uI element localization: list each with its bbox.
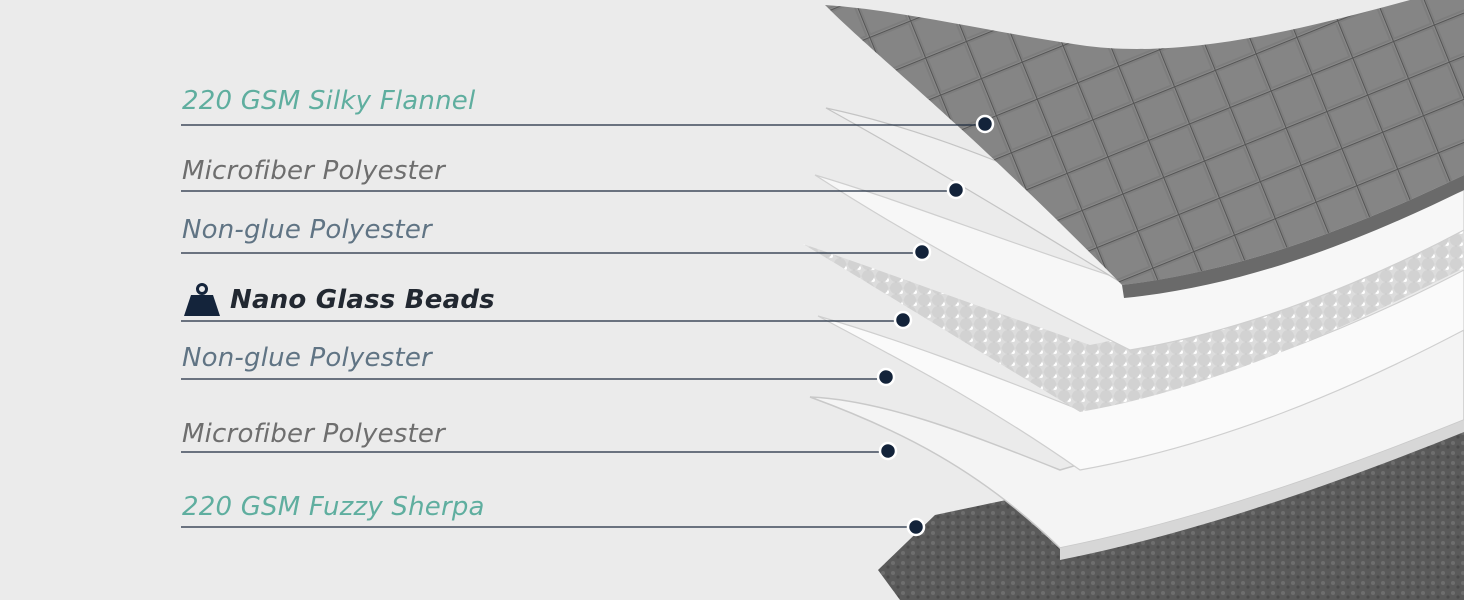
weight-icon (184, 283, 220, 316)
leader-dot-4 (893, 310, 913, 330)
layer-label-silky-flannel: 220 GSM Silky Flannel (182, 86, 476, 116)
bead-layer (803, 200, 1464, 412)
leader-dot-5 (876, 367, 896, 387)
leader-dot-6 (878, 441, 898, 461)
leader-dot-3 (912, 242, 932, 262)
microfiber-bottom-layer (809, 329, 1464, 549)
layer-label-fuzzy-sherpa: 220 GSM Fuzzy Sherpa (182, 492, 485, 522)
nonglue-top-layer (814, 149, 1464, 351)
layer-label-nonglue-top: Non-glue Polyester (182, 215, 432, 245)
leader-dot-2 (946, 180, 966, 200)
layer-label-glass-beads: Nano Glass Beads (182, 283, 495, 317)
leader-dots (876, 114, 995, 537)
leader-dot-7 (906, 517, 926, 537)
layer-label-microfiber-bottom: Microfiber Polyester (182, 419, 445, 449)
flannel-layer (825, 0, 1464, 285)
layer-label-microfiber-top: Microfiber Polyester (182, 156, 445, 186)
leader-dot-1 (975, 114, 995, 134)
layer-label-nonglue-bottom: Non-glue Polyester (182, 343, 432, 373)
nonglue-bottom-layer (817, 269, 1464, 471)
leader-lines (181, 124, 985, 528)
glass-beads-label-text: Nano Glass Beads (230, 285, 495, 315)
